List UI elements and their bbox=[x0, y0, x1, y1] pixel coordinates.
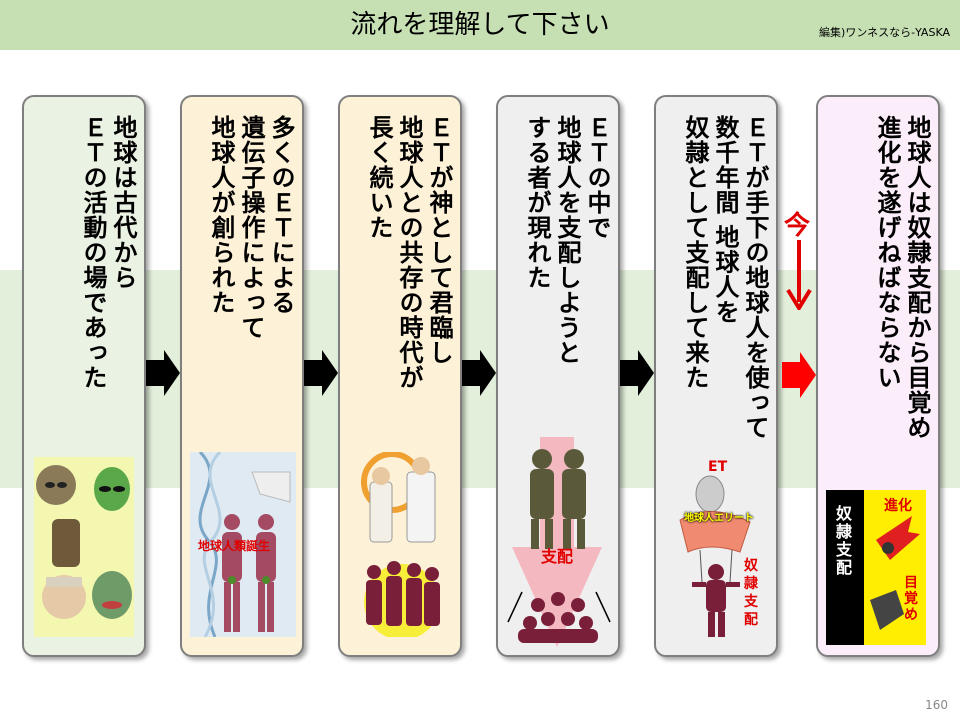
card-6-text: 地球人は奴隷支配から目覚め 進化を遂げねばならない bbox=[873, 115, 931, 440]
card-1-text: 地球は古代から ＥＴの活動の場であった bbox=[79, 115, 137, 390]
slave-control-label: 奴隷支配 bbox=[836, 504, 853, 577]
card-4-text: ＥＴの中で 地球人を支配しようと する者が現れた bbox=[523, 115, 611, 365]
flow-card-4: ＥＴの中で 地球人を支配しようと する者が現れた 支配 bbox=[496, 95, 620, 657]
awakening-illustration bbox=[826, 490, 926, 645]
flow-card-6: 地球人は奴隷支配から目覚め 進化を遂げねばならない 奴隷支配 進化 目覚め bbox=[816, 95, 940, 657]
aliens-illustration bbox=[34, 457, 134, 637]
flow-arrow-now bbox=[782, 352, 816, 398]
flow-arrow-1 bbox=[146, 350, 180, 396]
reptilian-control-illustration bbox=[507, 437, 611, 647]
dna-genesis-illustration bbox=[190, 452, 296, 637]
puppet-master-illustration bbox=[679, 475, 751, 637]
now-down-arrow bbox=[786, 240, 812, 310]
header-bar bbox=[0, 0, 960, 50]
evolve-label: 進化 bbox=[884, 498, 912, 514]
now-label: 今 bbox=[784, 211, 811, 241]
gods-coexistence-illustration bbox=[361, 452, 440, 637]
card-5-text: ＥＴが手下の地球人を使って 数千年間 地球人を 奴隷として支配して来た bbox=[681, 115, 769, 440]
flow-card-2: 多くのＥＴによる 遺伝子操作によって 地球人が創られた 地球人類誕生 bbox=[180, 95, 304, 657]
slave-label: 奴隷支配 bbox=[744, 558, 758, 628]
page-title: 流れを理解して下さい bbox=[350, 10, 610, 40]
awaken-label: 目覚め bbox=[904, 575, 918, 623]
flow-card-3: ＥＴが神として君臨し 地球人との共存の時代が 長く続いた bbox=[338, 95, 462, 657]
credit-text: 編集)ワンネスなら-YASKA bbox=[819, 26, 950, 39]
elite-label: 地球人エリート bbox=[684, 513, 754, 524]
page-number: 160 bbox=[925, 698, 948, 712]
flow-arrow-3 bbox=[462, 350, 496, 396]
card-2-text: 多くのＥＴによる 遺伝子操作によって 地球人が創られた bbox=[207, 115, 295, 340]
flow-card-1: 地球は古代から ＥＴの活動の場であった bbox=[22, 95, 146, 657]
control-label: 支配 bbox=[541, 547, 574, 566]
flow-arrow-2 bbox=[304, 350, 338, 396]
human-birth-label: 地球人類誕生 bbox=[198, 539, 271, 553]
et-label: ET bbox=[708, 459, 728, 475]
flow-card-5: ＥＴが手下の地球人を使って 数千年間 地球人を 奴隷として支配して来た ET 地… bbox=[654, 95, 778, 657]
card-3-text: ＥＴが神として君臨し 地球人との共存の時代が 長く続いた bbox=[365, 115, 453, 390]
flow-arrow-4 bbox=[620, 350, 654, 396]
